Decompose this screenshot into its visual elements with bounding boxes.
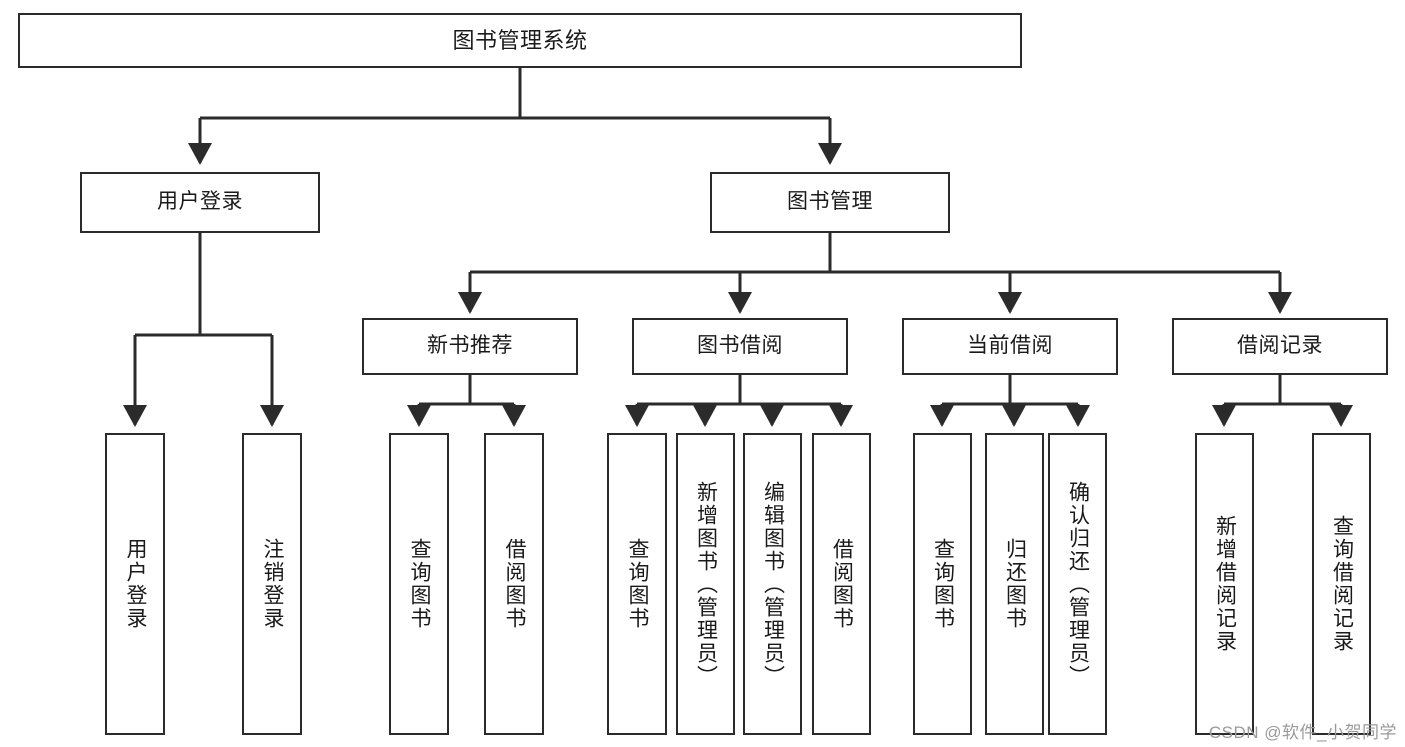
node-label: 新增借阅记录 xyxy=(1213,515,1237,653)
node-book-borrow[interactable]: 图书借阅 xyxy=(632,318,848,375)
node-label: 图书管理系统 xyxy=(452,27,588,53)
node-leaf-logout-login[interactable]: 注销登录 xyxy=(242,433,302,735)
node-leaf-confirm-return[interactable]: 确认归还（管理员） xyxy=(1048,433,1107,735)
node-book-management[interactable]: 图书管理 xyxy=(710,172,950,233)
node-leaf-edit-book[interactable]: 编辑图书（管理员） xyxy=(743,433,802,735)
node-label: 借阅图书 xyxy=(503,538,527,630)
node-label: 用户登录 xyxy=(124,538,148,630)
node-label: 新书推荐 xyxy=(427,334,513,358)
node-label: 当前借阅 xyxy=(967,334,1053,358)
watermark-text: CSDN @软件_小贺同学 xyxy=(1208,723,1397,742)
node-borrow-record[interactable]: 借阅记录 xyxy=(1172,318,1388,375)
node-label: 查询图书 xyxy=(408,538,432,630)
node-leaf-query-book-recommend[interactable]: 查询图书 xyxy=(389,433,449,735)
node-label: 查询借阅记录 xyxy=(1330,515,1354,653)
node-leaf-return-book[interactable]: 归还图书 xyxy=(985,433,1044,735)
node-label: 用户登录 xyxy=(157,190,243,214)
node-user-login[interactable]: 用户登录 xyxy=(80,172,320,233)
node-label: 注销登录 xyxy=(261,538,285,630)
node-leaf-query-book-current[interactable]: 查询图书 xyxy=(913,433,972,735)
node-leaf-query-book-borrow[interactable]: 查询图书 xyxy=(607,433,667,735)
node-leaf-user-login[interactable]: 用户登录 xyxy=(105,433,165,735)
node-label: 借阅记录 xyxy=(1237,334,1323,358)
node-new-book-recommend[interactable]: 新书推荐 xyxy=(362,318,578,375)
node-leaf-add-borrow-record[interactable]: 新增借阅记录 xyxy=(1195,433,1254,735)
node-leaf-query-borrow-record[interactable]: 查询借阅记录 xyxy=(1312,433,1371,735)
node-label: 确认归还（管理员） xyxy=(1066,480,1090,688)
node-label: 查询图书 xyxy=(626,538,650,630)
node-current-borrow[interactable]: 当前借阅 xyxy=(902,318,1118,375)
node-label: 借阅图书 xyxy=(830,538,854,630)
node-label: 查询图书 xyxy=(931,538,955,630)
node-label: 编辑图书（管理员） xyxy=(761,480,785,688)
node-leaf-add-book[interactable]: 新增图书（管理员） xyxy=(676,433,735,735)
node-leaf-borrow-book-recommend[interactable]: 借阅图书 xyxy=(484,433,544,735)
node-label: 图书借阅 xyxy=(697,334,783,358)
node-label: 图书管理 xyxy=(787,190,873,214)
node-label: 归还图书 xyxy=(1003,538,1027,630)
node-root-system[interactable]: 图书管理系统 xyxy=(18,13,1022,68)
node-label: 新增图书（管理员） xyxy=(694,480,718,688)
node-leaf-borrow-book[interactable]: 借阅图书 xyxy=(812,433,871,735)
